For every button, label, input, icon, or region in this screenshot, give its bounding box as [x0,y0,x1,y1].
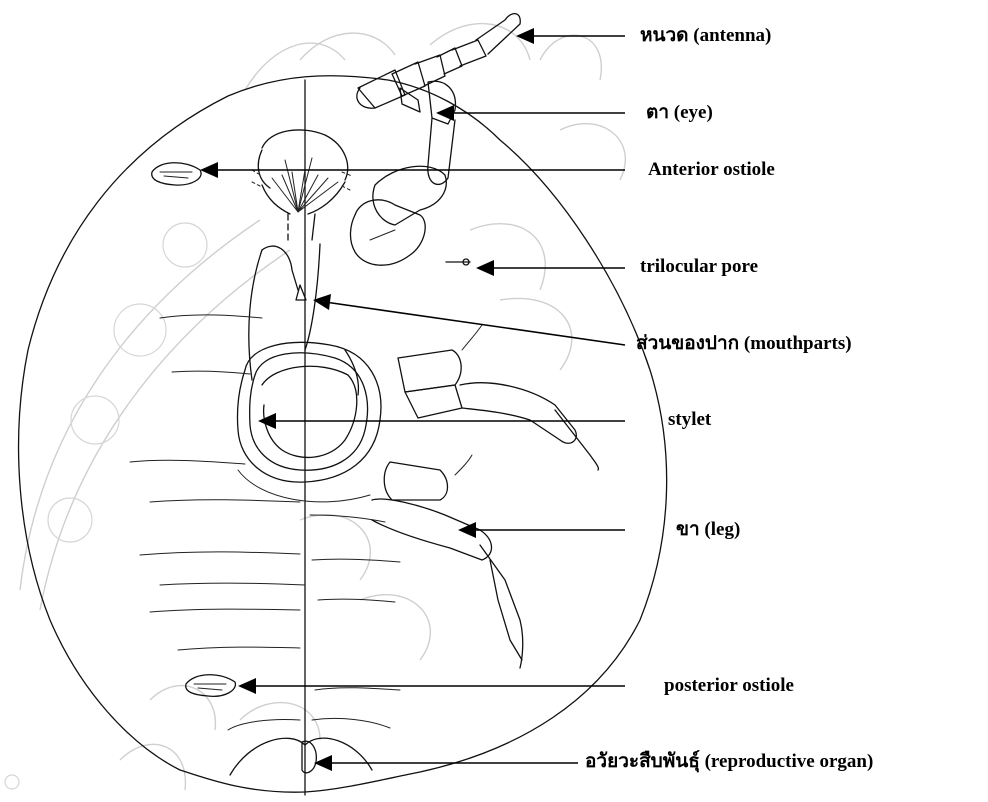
body-outline [19,76,667,792]
anterior-ostiole-drawing [152,163,201,185]
posterior-ostiole-drawing [186,675,236,697]
trilocular-pore-drawing [446,259,470,265]
antenna-drawing [357,14,520,109]
label-eye: ตา (eye) [646,102,713,124]
middle-leg-drawing [398,325,598,470]
label-trilocular-pore: trilocular pore [640,256,758,278]
label-antenna: หนวด (antenna) [640,25,771,47]
label-mouthparts: ส่วนของปาก (mouthparts) [636,333,852,355]
leader-arrows [200,28,625,771]
label-posterior-ostiole: posterior ostiole [664,675,794,697]
stylet-drawing [237,342,380,501]
mouthparts-drawing [249,214,320,380]
label-leg: ขา (leg) [676,519,740,541]
label-anterior-ostiole: Anterior ostiole [648,159,775,181]
watermark [5,24,625,790]
front-leg-drawing [350,118,455,265]
head-structure [252,130,352,214]
label-reproductive-organ: อวัยวะสืบพันธุ์ (reproductive organ) [585,751,873,773]
label-stylet: stylet [668,409,711,431]
reproductive-organ-drawing [230,738,372,775]
